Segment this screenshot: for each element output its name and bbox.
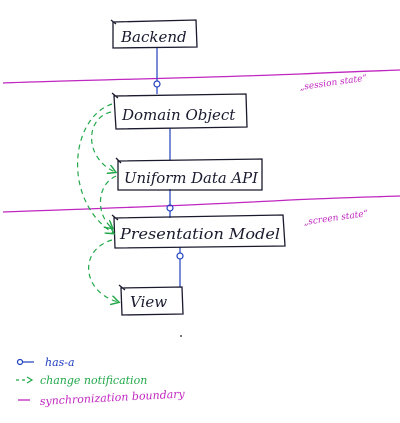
notify-presentation-to-view-arrow [88,239,118,302]
presentation-model-label: Presentation Model [119,225,280,243]
legend-synchronization-boundary-label: synchronization boundary [39,387,185,408]
uniform-data-api-label: Uniform Data API [124,169,259,187]
screen-boundary-line [2,195,400,213]
legend-has-a-label: has-a [45,356,75,369]
notify-api-to-presentation-arrow [99,175,117,228]
view-label: View [130,293,167,311]
notify-domain-to-api-arrow [91,111,115,172]
legend-change-notification-symbol [16,376,34,384]
legend: has-a change notification synchronizatio… [16,356,186,408]
domain-object-label: Domain Object [121,106,236,124]
legend-change-notification-label: change notification [40,374,147,387]
backend-label: Backend [120,28,187,46]
domain-object-box [111,92,248,130]
legend-has-a-symbol [16,358,34,366]
has-a-connectors [153,47,184,287]
screen-state-label: „screen state“ [303,208,369,228]
presentation-model-box [111,214,286,249]
session-state-label: „session state“ [299,73,368,93]
uniform-data-api-box [115,157,263,191]
view-box [118,284,184,316]
session-boundary-line [2,69,400,84]
backend-box [110,19,198,49]
